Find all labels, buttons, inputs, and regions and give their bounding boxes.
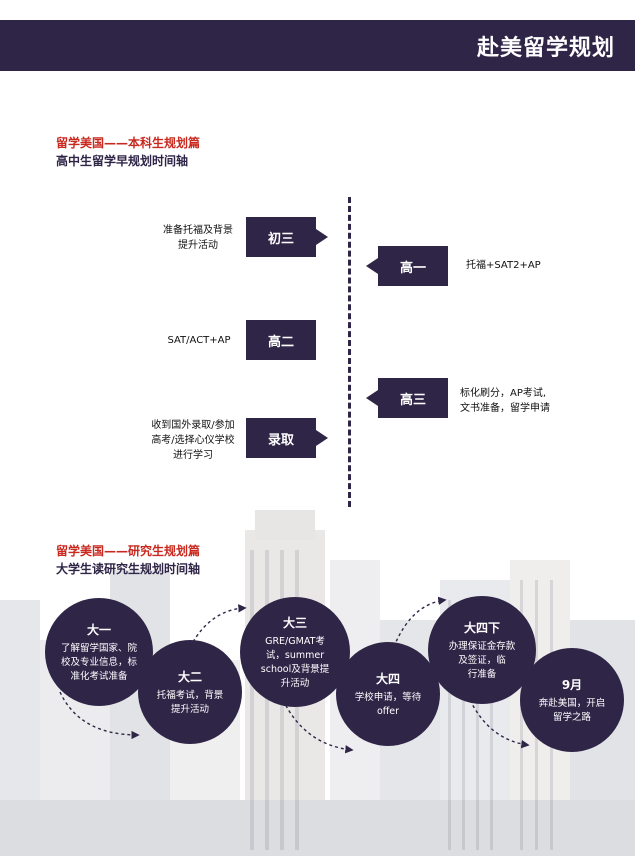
connector-3-4 xyxy=(282,699,354,754)
step-title: 大三 xyxy=(282,615,307,630)
step-text: offer xyxy=(376,705,400,717)
step-text: 学校申请，等待 xyxy=(354,691,422,703)
step-title: 大四 xyxy=(375,671,400,686)
step-text: 留学之路 xyxy=(552,711,591,723)
timeline-node-luqu: 录取 xyxy=(246,418,328,458)
desc-line: 文书准备，留学申请 xyxy=(460,403,550,414)
node-label: 录取 xyxy=(267,432,294,448)
step-text: 及签证，临 xyxy=(458,654,506,666)
node-label: 高三 xyxy=(399,392,426,408)
node-desc-chusan: 准备托福及背景 提升活动 xyxy=(150,223,246,253)
desc-line: 标化刷分，AP考试, xyxy=(460,388,547,399)
node-label: 高一 xyxy=(399,260,426,276)
step-title: 大二 xyxy=(177,669,202,684)
desc-line: 提升活动 xyxy=(178,240,218,251)
header-bar: 赴美留学规划 xyxy=(0,20,635,71)
connector-5-6 xyxy=(469,699,530,749)
timeline-node-gaosan: 高三 xyxy=(366,378,448,418)
desc-line: 进行学习 xyxy=(173,450,213,461)
step-title: 9月 xyxy=(561,677,583,692)
step-text: 办理保证金存款 xyxy=(448,640,516,652)
timeline-axis xyxy=(348,197,351,507)
desc-line: 准备托福及背景 xyxy=(163,225,233,236)
desc-line: 高考/选择心仪学校 xyxy=(151,435,235,446)
step-circle-dasixia: 大四下 办理保证金存款 及签证，临 行准备 xyxy=(428,596,536,704)
desc-line: 收到国外录取/参加 xyxy=(151,420,235,431)
node-label: 高二 xyxy=(267,334,294,350)
step-text: 校及专业信息，标 xyxy=(60,656,137,668)
step-text: 行准备 xyxy=(467,668,497,680)
step-circle-dasi: 大四 学校申请，等待 offer xyxy=(336,642,440,746)
step-text: 提升活动 xyxy=(170,703,209,715)
connector-2-3 xyxy=(184,604,247,659)
step-title: 大四下 xyxy=(463,620,500,635)
step-text: 准化考试准备 xyxy=(70,670,128,682)
step-text: 了解留学国家、院 xyxy=(60,642,137,654)
step-text: GRE/GMAT考 xyxy=(265,635,325,647)
step-text: 升活动 xyxy=(280,677,310,689)
node-desc-gaosan: 标化刷分，AP考试, 文书准备，留学申请 xyxy=(460,386,550,416)
city-skyline-backdrop xyxy=(0,500,635,856)
undergrad-section-title: 留学美国——本科生规划篇 xyxy=(56,136,201,150)
step-circle-jiuyue: 9月 奔赴美国，开启 留学之路 xyxy=(520,648,624,752)
timeline-node-gaoyi: 高一 xyxy=(366,246,448,286)
desc-line: 托福+SAT2+AP xyxy=(466,260,541,271)
graduate-section-title: 留学美国——研究生规划篇 xyxy=(56,544,201,558)
graduate-section-subtitle: 大学生读研究生规划时间轴 xyxy=(56,562,201,576)
node-desc-gaoyi: 托福+SAT2+AP xyxy=(466,258,541,273)
step-text: school及背景提 xyxy=(260,663,330,675)
step-circle-daer: 大二 托福考试，背景 提升活动 xyxy=(138,640,242,744)
node-desc-gaoer: SAT/ACT+AP xyxy=(152,333,246,348)
step-title: 大一 xyxy=(86,622,111,637)
timeline-node-gaoer: 高二 xyxy=(246,320,316,360)
undergrad-section-subtitle: 高中生留学早规划时间轴 xyxy=(56,154,189,168)
page-title: 赴美留学规划 xyxy=(476,36,615,61)
step-text: 奔赴美国，开启 xyxy=(538,697,606,709)
step-circle-dayi: 大一 了解留学国家、院 校及专业信息，标 准化考试准备 xyxy=(45,598,153,706)
desc-line: SAT/ACT+AP xyxy=(167,335,231,346)
node-label: 初三 xyxy=(267,231,294,247)
node-desc-luqu: 收到国外录取/参加 高考/选择心仪学校 进行学习 xyxy=(140,418,246,463)
timeline-node-chusan: 初三 xyxy=(246,217,328,257)
step-text: 试，summer xyxy=(265,649,325,661)
step-circle-dasan: 大三 GRE/GMAT考 试，summer school及背景提 升活动 xyxy=(240,597,350,707)
connector-1-2 xyxy=(59,691,140,740)
step-text: 托福考试，背景 xyxy=(156,689,224,701)
